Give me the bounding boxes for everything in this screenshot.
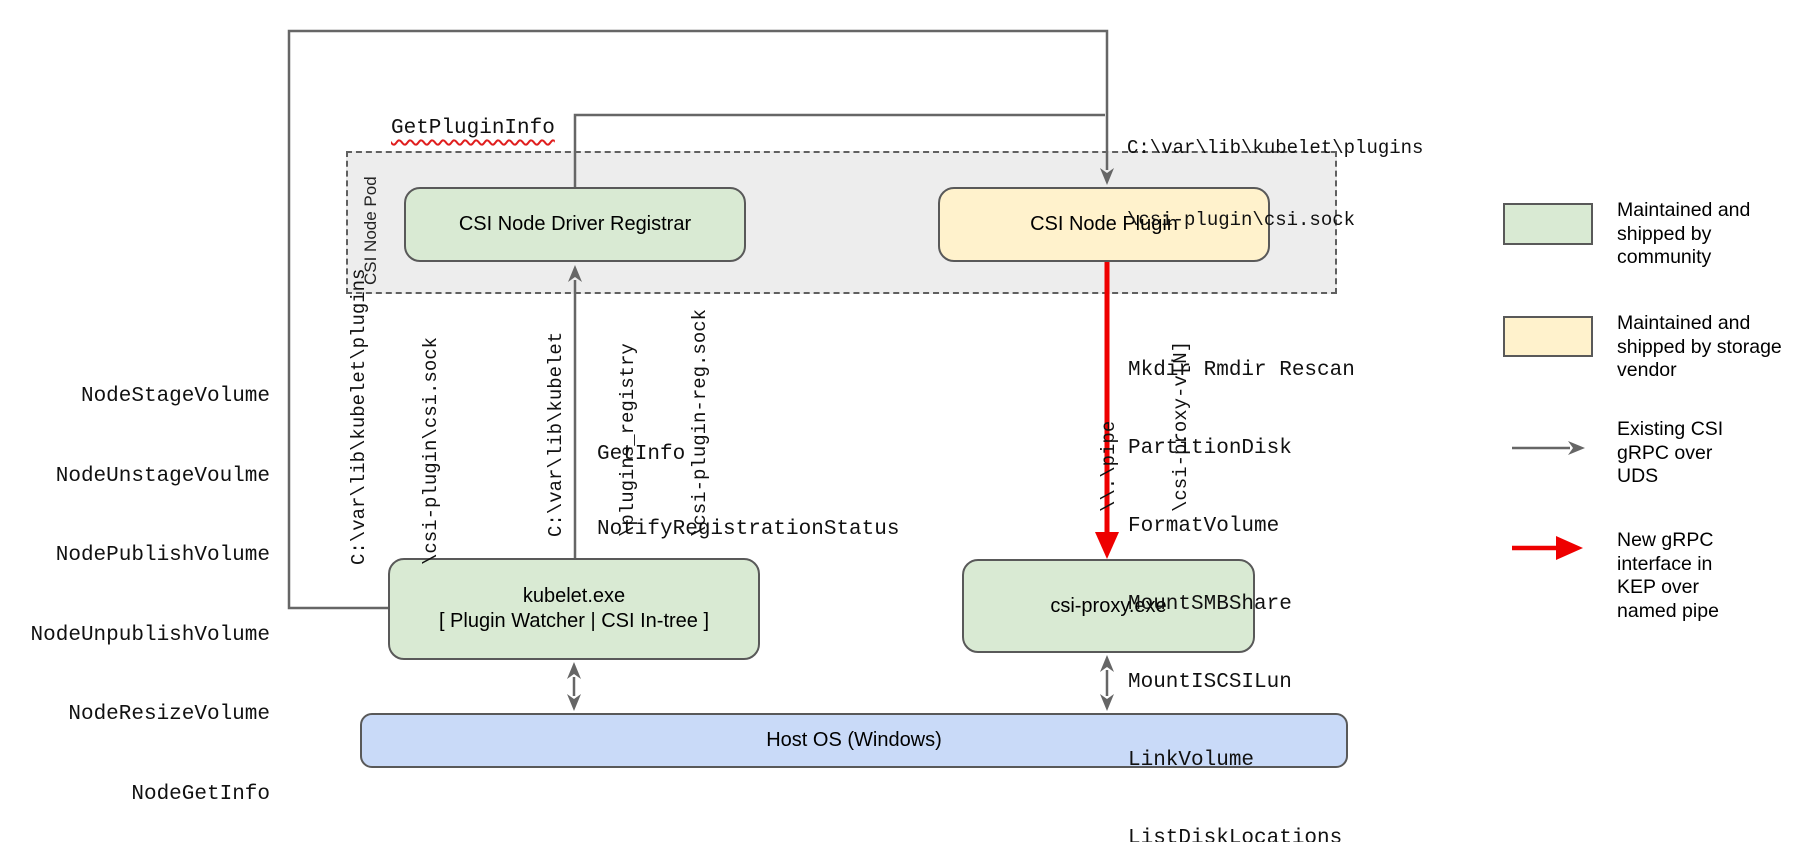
proxy-call: MountSMBShare — [1128, 593, 1292, 616]
proxy-call: LinkVolume — [1128, 749, 1255, 772]
kubelet-label-line2: [ Plugin Watcher | CSI In-tree ] — [438, 610, 710, 632]
legend-existing-grpc-label: Existing CSI gRPC over UDS — [1617, 418, 1724, 487]
csi-node-driver-registrar-box: CSI Node Driver Registrar — [404, 187, 746, 262]
proxy-call: ListDiskLocations — [1128, 827, 1343, 842]
csi-node-plugin-box: CSI Node Plugin — [938, 187, 1270, 262]
csi-proxy-call-list: Mkdir Rmdir Rescan PartitionDisk FormatV… — [1128, 306, 1355, 842]
kubelet-label-line1: kubelet.exe — [522, 585, 626, 607]
csi-sock-path-label-top: C:\var\lib\kubelet\plugins \csi-plugin\c… — [1127, 137, 1424, 231]
legend-vendor-label: Maintained and shipped by storage vendor — [1617, 312, 1782, 381]
registration-sock-path-label: C:\var\lib\kubelet \plugins_registry \cs… — [545, 308, 711, 537]
node-call: NodePublishVolume — [55, 544, 270, 567]
host-os-label: Host OS (Windows) — [766, 729, 942, 751]
getinfo-calls-label: GetInfo NotifyRegistrationStatus — [597, 443, 900, 541]
node-rpc-call-list: NodeStageVolume NodeUnstageVoulme NodePu… — [30, 331, 270, 842]
node-call: NodeUnpublishVolume — [30, 623, 270, 647]
kubelet-box: kubelet.exe [ Plugin Watcher | CSI In-tr… — [388, 558, 760, 660]
csi-proxy-box: csi-proxy.exe — [962, 559, 1255, 653]
csi-proxy-label: csi-proxy.exe — [1050, 594, 1167, 617]
node-call: NodeGetInfo — [131, 782, 270, 806]
proxy-call: Mkdir Rmdir Rescan — [1128, 359, 1355, 382]
node-call: NodeStageVolume — [80, 385, 270, 408]
registrar-getplugininfo-line — [573, 113, 1105, 187]
legend-community-label: Maintained and shipped by community — [1617, 199, 1751, 268]
proxy-call: MountISCSILun — [1128, 671, 1292, 694]
getplugininfo-label: GetPluginInfo — [391, 117, 555, 140]
legend-new-grpc-label: New gRPC interface in KEP over named pip… — [1617, 529, 1719, 622]
proxy-call: PartitionDisk — [1128, 437, 1292, 460]
node-call: NodeUnstageVoulme — [55, 464, 270, 488]
csi-node-plugin-label: CSI Node Plugin — [1030, 213, 1178, 235]
legend-vendor-swatch — [1503, 316, 1593, 357]
csi-node-driver-registrar-label: CSI Node Driver Registrar — [458, 213, 692, 235]
kubelet-to-plugin-line — [287, 29, 1114, 610]
node-call: NodeResizeVolume — [68, 703, 270, 726]
legend-community-swatch — [1503, 203, 1593, 245]
proxy-call: FormatVolume — [1128, 515, 1280, 538]
host-os-box: Host OS (Windows) — [360, 713, 1348, 768]
named-pipe-path-label: \\.\pipe \csi-proxy-v[N] — [1098, 340, 1192, 512]
csi-sock-path-label-left: C:\var\lib\kubelet\plugins \csi-plugin\c… — [348, 268, 442, 565]
